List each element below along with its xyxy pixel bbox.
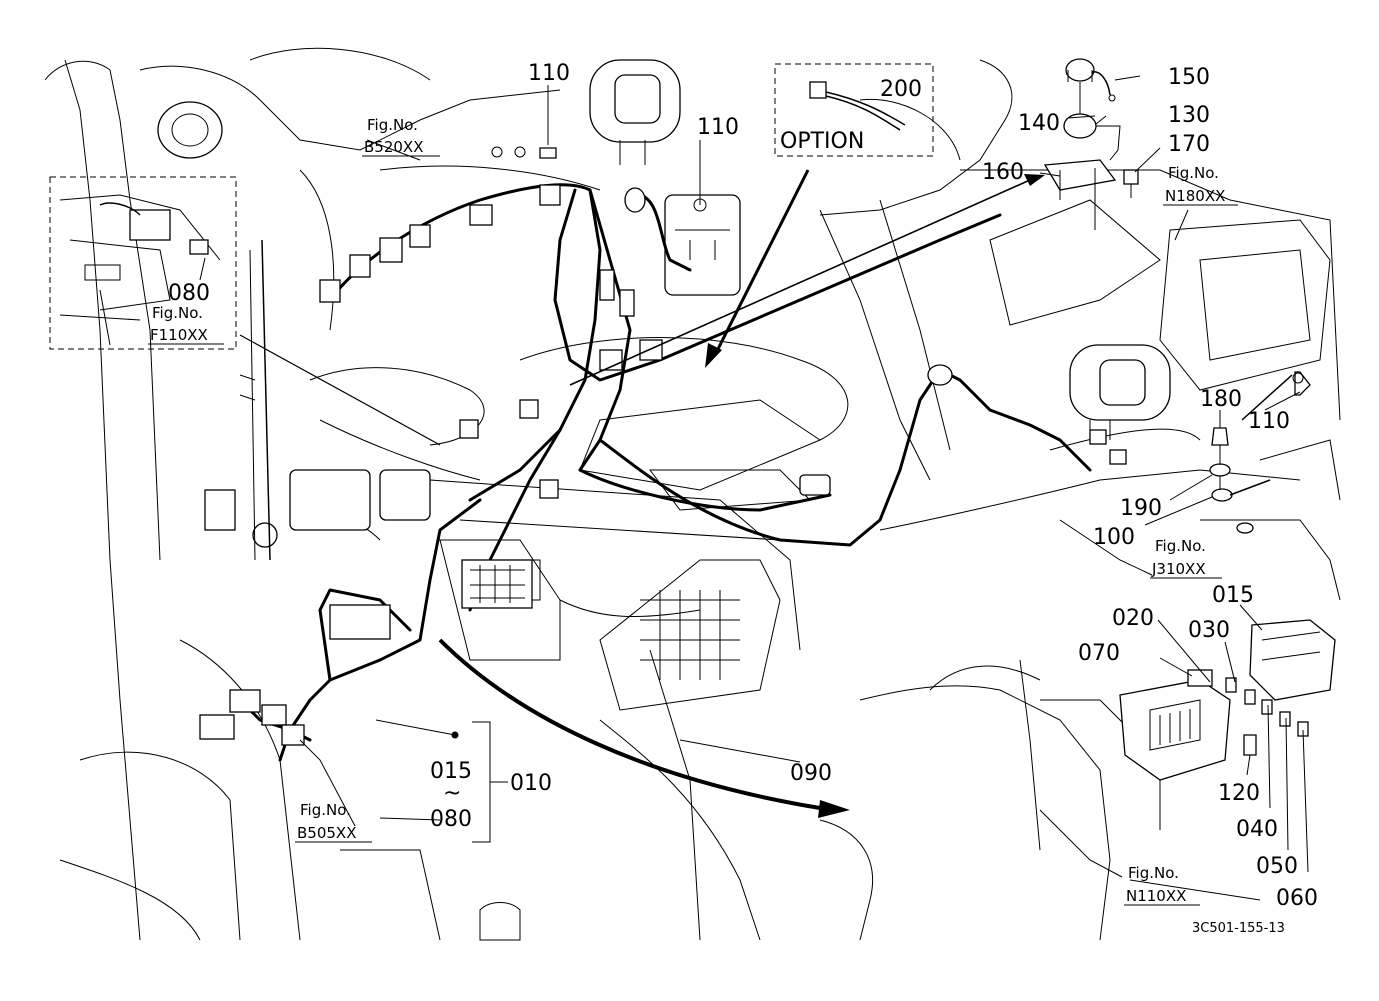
callout-range-tilde: ~	[443, 781, 461, 806]
fig-ref-f110-label: Fig.No.	[152, 304, 203, 322]
fig-ref-b520-code: B520XX	[364, 138, 423, 156]
callout-030: 030	[1188, 618, 1230, 643]
callout-070: 070	[1078, 641, 1120, 666]
fig-ref-b505-label: Fig.No.	[300, 801, 351, 819]
drawing-code: 3C501-155-13	[1192, 921, 1285, 936]
callout-110-ground: 110	[1248, 409, 1290, 434]
fig-ref-b505-code: B505XX	[297, 824, 356, 842]
fig-ref-b520-label: Fig.No.	[367, 116, 418, 134]
option-label: OPTION	[780, 129, 864, 154]
callout-200: 200	[880, 77, 922, 102]
callout-090: 090	[790, 761, 832, 786]
callout-020: 020	[1112, 606, 1154, 631]
callout-015-kit: 015	[1212, 583, 1254, 608]
leader-lines	[199, 75, 1309, 878]
callout-120: 120	[1218, 781, 1260, 806]
beacon-assembly	[1043, 58, 1139, 230]
callout-010: 010	[510, 771, 552, 796]
callout-110-top: 110	[528, 61, 570, 86]
rear-work-lamp-left	[589, 59, 681, 165]
fig-ref-n180-code: N180XX	[1165, 187, 1225, 205]
body-outline	[44, 47, 1341, 941]
callout-050: 050	[1256, 854, 1298, 879]
callout-130: 130	[1168, 103, 1210, 128]
figure-references: Fig.No. B520XX Fig.No. F110XX Fig.No. N1…	[148, 116, 1238, 906]
option-inset	[774, 63, 934, 157]
callout-100: 100	[1093, 525, 1135, 550]
fig-ref-n110-label: Fig.No.	[1128, 864, 1179, 882]
callout-170: 170	[1168, 132, 1210, 157]
callout-080-inset: 080	[168, 281, 210, 306]
fig-ref-n180-label: Fig.No.	[1168, 164, 1219, 182]
relay-fuse-kit	[1119, 619, 1336, 781]
front-lamp-left	[157, 101, 223, 159]
rear-work-lamp-right	[1069, 344, 1171, 440]
harness-connectors	[199, 184, 1127, 746]
fig-ref-n110-code: N110XX	[1126, 887, 1186, 905]
callout-140: 140	[1018, 111, 1060, 136]
callout-040: 040	[1236, 817, 1278, 842]
ground-bolt-assembly	[1209, 371, 1311, 534]
callout-150: 150	[1168, 65, 1210, 90]
callout-190: 190	[1120, 496, 1162, 521]
relay-box	[664, 194, 741, 296]
callout-160: 160	[982, 160, 1024, 185]
callout-080-range: 080	[430, 807, 472, 832]
fuse-box	[461, 559, 533, 609]
callout-110-relay: 110	[697, 115, 739, 140]
console-components	[204, 239, 431, 561]
callout-labels: 110 110 200 OPTION 150 140 130 170 160 1…	[168, 61, 1318, 911]
fig-ref-f110-code: F110XX	[150, 326, 208, 344]
pointer-arrows	[239, 169, 1045, 818]
inset-f110	[49, 176, 237, 350]
callout-060: 060	[1276, 886, 1318, 911]
callout-180: 180	[1200, 387, 1242, 412]
fig-ref-j310-code: J310XX	[1151, 560, 1206, 578]
fig-ref-j310-label: Fig.No.	[1155, 537, 1206, 555]
callout-015-range: 015	[430, 759, 472, 784]
